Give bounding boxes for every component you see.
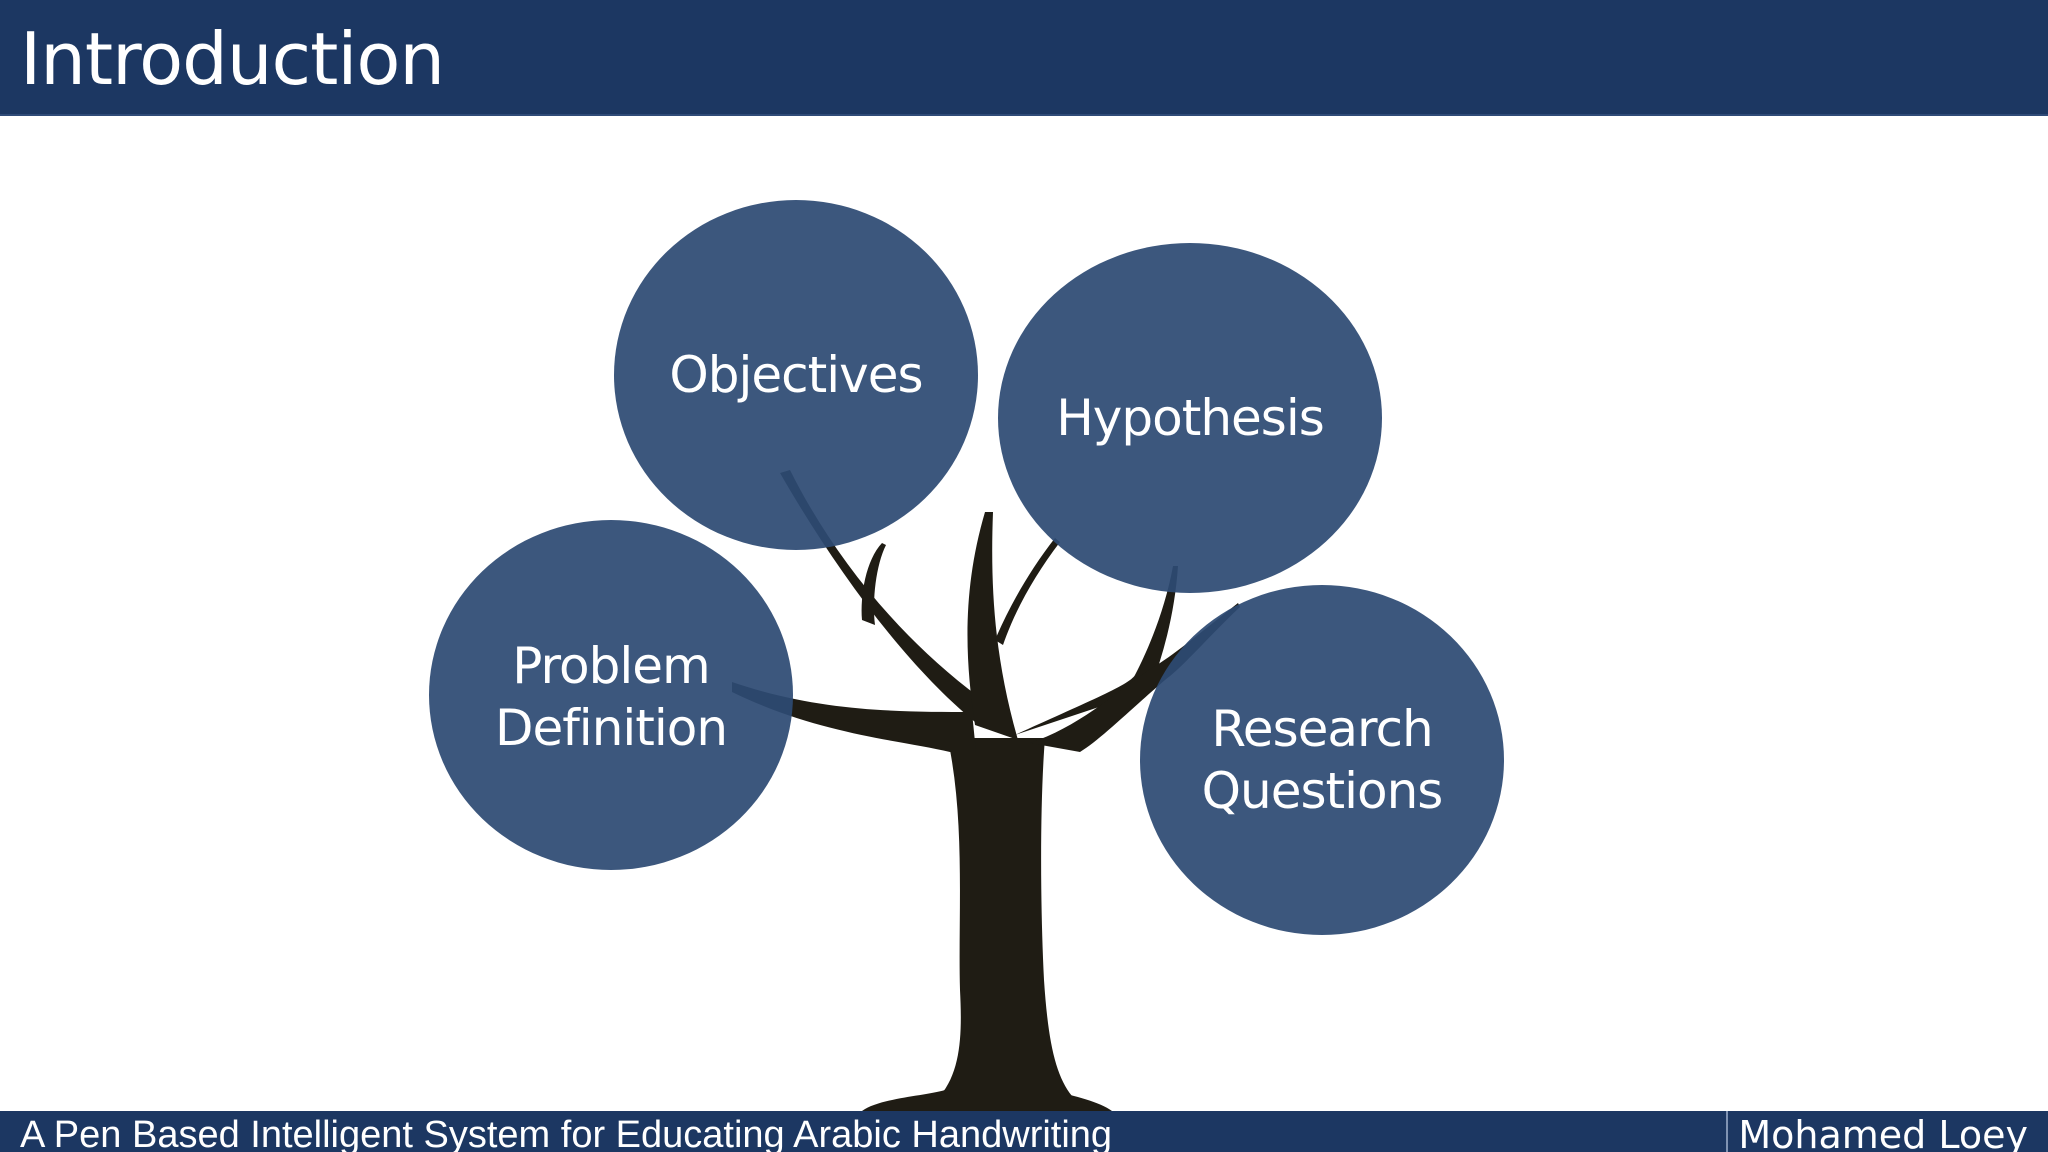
bubble-problem-definition-line2: Definition <box>495 699 727 757</box>
footer-bar: A Pen Based Intelligent System for Educa… <box>0 1111 2048 1152</box>
footer-presentation-title: A Pen Based Intelligent System for Educa… <box>20 1114 1113 1152</box>
bubble-problem-definition-line1: Problem <box>512 637 709 695</box>
bubble-hypothesis: Hypothesis <box>998 243 1382 593</box>
bubble-problem-definition: Problem Definition <box>429 520 793 870</box>
bubble-research-questions-line2: Questions <box>1202 762 1443 820</box>
slide-title: Introduction <box>20 17 445 101</box>
bubble-objectives: Objectives <box>614 200 978 550</box>
bubble-objectives-label: Objectives <box>669 346 922 404</box>
bubble-research-questions: Research Questions <box>1140 585 1504 935</box>
footer-author: Mohamed Loey <box>1738 1113 2028 1152</box>
bubble-hypothesis-label: Hypothesis <box>1056 389 1324 447</box>
bubble-research-questions-line1: Research <box>1211 700 1432 758</box>
footer-divider <box>1726 1111 1728 1152</box>
header-bar: Introduction <box>0 0 2048 116</box>
